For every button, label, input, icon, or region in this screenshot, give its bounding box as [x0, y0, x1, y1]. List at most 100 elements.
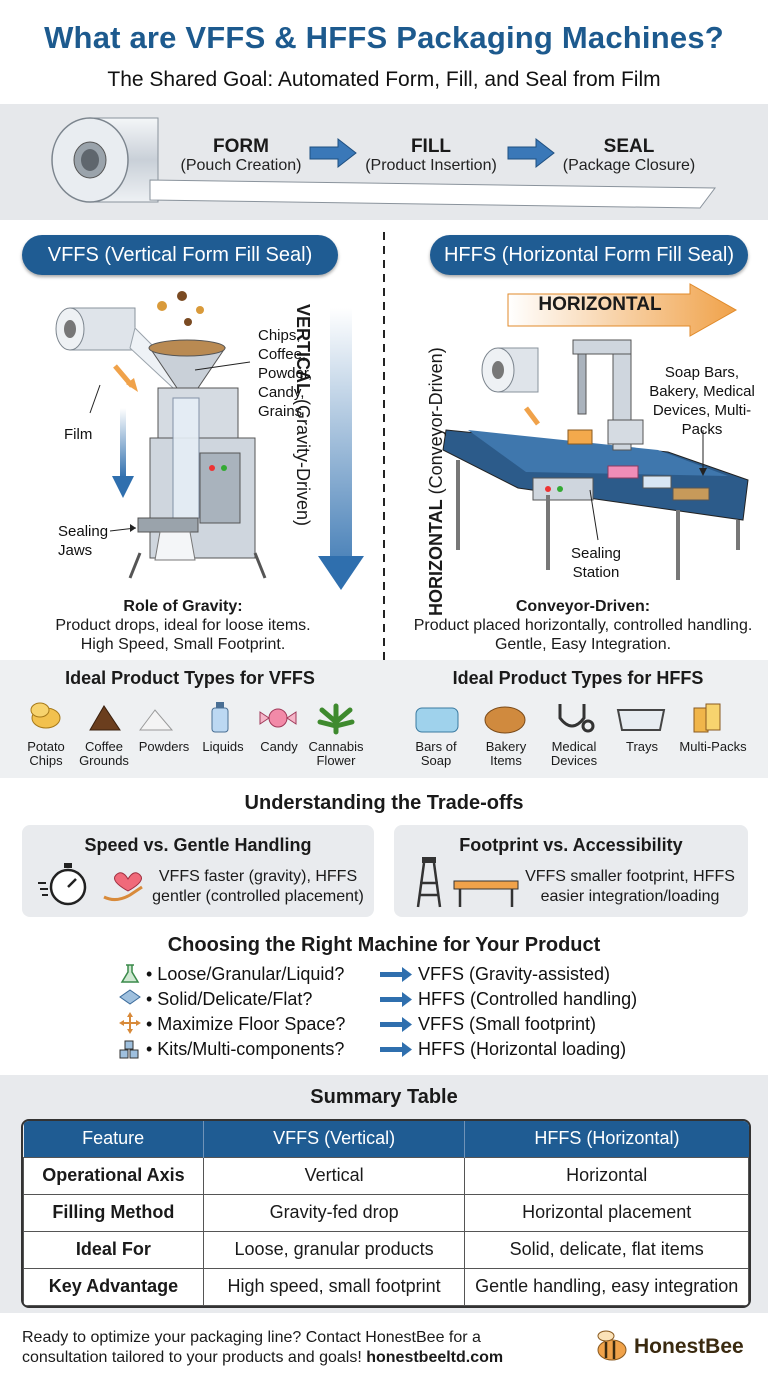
tradeoff-card-speed: Speed vs. Gentle Handling VFFS faster (g… [22, 825, 374, 917]
tradeoff-card-line: VFFS faster (gravity), HFFS [158, 868, 358, 885]
hffs-station-label: Sealing Station [570, 545, 622, 581]
page-subtitle: The Shared Goal: Automated Form, Fill, a… [107, 68, 661, 91]
table-cell: Horizontal [464, 1156, 749, 1195]
hffs-product-label: Multi-Packs [679, 739, 747, 754]
hffs-machine-illustration [442, 283, 749, 580]
vffs-product-label: Potato Chips [27, 739, 65, 768]
table-header: Feature [23, 1121, 204, 1157]
vffs-product-icons [30, 702, 355, 735]
table-header-row: Feature VFFS (Vertical) HFFS (Horizontal… [23, 1121, 749, 1157]
coffee-grounds-icon [89, 705, 121, 731]
vffs-products-heading: Ideal Product Types for VFFS [65, 668, 315, 688]
tradeoff-icons [416, 857, 519, 908]
choosing-answer: VFFS (Gravity-assisted) [418, 964, 611, 984]
tradeoff-card-line: gentler (controlled placement) [152, 888, 364, 905]
soap-bar-icon [415, 707, 459, 733]
summary-table-wrap: Feature VFFS (Vertical) HFFS (Horizontal… [21, 1119, 751, 1308]
choosing-question: • Solid/Delicate/Flat? [146, 989, 313, 1009]
choosing-answer: HFFS (Horizontal loading) [418, 1039, 627, 1059]
table-header: VFFS (Vertical) [203, 1121, 466, 1157]
tradeoff-card-line: VFFS smaller footprint, HFFS [525, 868, 735, 885]
tradeoff-card-footprint: Footprint vs. Accessibility VFFS smaller… [394, 825, 748, 917]
vffs-role-line1: Product drops, ideal for loose items. [55, 617, 311, 634]
tray-icon [616, 709, 666, 731]
tower-icon [416, 857, 442, 908]
bee-logo-icon [597, 1330, 627, 1361]
cubes-icon [119, 1040, 139, 1059]
hffs-role-line2: Gentle, Easy Integration. [494, 636, 672, 653]
choosing-question: • Loose/Granular/Liquid? [146, 964, 345, 984]
table-cell: Gentle handling, easy integration [464, 1267, 749, 1306]
table-row: Ideal For Loose, granular products Solid… [23, 1230, 749, 1269]
table-cell: Key Advantage [23, 1267, 204, 1306]
step-fill-sub: (Product Insertion) [365, 157, 497, 174]
hffs-arrow-label: HORIZONTAL [538, 294, 662, 315]
table-row: Operational Axis Vertical Horizontal [23, 1156, 749, 1195]
hffs-axis-label: HORIZONTAL (Conveyor-Driven) [426, 270, 454, 616]
hffs-product-label: Bakery Items [485, 739, 527, 768]
vffs-role-line2: High Speed, Small Footprint. [80, 636, 286, 653]
vffs-role-heading: Role of Gravity: [123, 598, 243, 615]
cannabis-leaf-icon [317, 703, 355, 735]
arrow-right-icon [380, 967, 412, 982]
center-divider [383, 232, 385, 660]
step-seal-sub: (Package Closure) [562, 157, 696, 174]
arrow-right-icon [380, 1042, 412, 1057]
page-title: What are VFFS & HFFS Packaging Machines? [44, 20, 724, 55]
step-form-label: FORM [213, 136, 269, 157]
table-header: HFFS (Horizontal) [464, 1121, 749, 1157]
footer-cta: Ready to optimize your packaging line? C… [22, 1328, 542, 1368]
table-cell: Gravity-fed drop [202, 1193, 466, 1232]
liquid-bottle-icon [211, 702, 229, 733]
vffs-machine-illustration [55, 291, 364, 590]
step-fill-label: FILL [410, 136, 452, 157]
hffs-product-label: Medical Devices [550, 739, 598, 768]
choosing-icons [119, 964, 141, 1059]
potato-chips-icon [30, 702, 61, 729]
arrow-right-icon [380, 992, 412, 1007]
choosing-arrows [380, 967, 412, 1057]
choosing-answer: HFFS (Controlled handling) [418, 989, 638, 1009]
vffs-product-label: Coffee Grounds [79, 739, 129, 768]
film-roll-illustration [51, 117, 716, 209]
footer-link[interactable]: honestbeeltd.com [366, 1349, 504, 1366]
vffs-pill: VFFS (Vertical Form Fill Seal) [22, 235, 338, 275]
step-form-sub: (Pouch Creation) [180, 157, 302, 174]
table-cell: Ideal For [23, 1230, 204, 1269]
vffs-product-label: Powders [138, 739, 190, 754]
hffs-pill: HFFS (Horizontal Form Fill Seal) [430, 235, 748, 275]
conveyor-table-icon [453, 880, 519, 907]
hffs-role-line1: Product placed horizontally, controlled … [413, 617, 753, 634]
vffs-role: Role of Gravity: Product drops, ideal fo… [0, 598, 366, 654]
choosing-question: • Kits/Multi-components? [146, 1039, 345, 1059]
hffs-product-label: Bars of Soap [415, 739, 457, 768]
stopwatch-icon [38, 863, 87, 906]
arrow-right-icon [309, 137, 357, 169]
tradeoff-card-line: easier integration/loading [540, 888, 720, 905]
flat-item-icon [119, 989, 141, 1005]
table-cell: Vertical [202, 1156, 466, 1195]
table-cell: Filling Method [23, 1193, 204, 1232]
vffs-jaws-label: Sealing Jaws [58, 523, 109, 559]
brand-logo-text[interactable]: HonestBee [634, 1335, 744, 1358]
vffs-film-label: Film [64, 426, 93, 443]
choosing-answer: VFFS (Small footprint) [418, 1014, 597, 1034]
choosing-heading: Choosing the Right Machine for Your Prod… [167, 934, 601, 956]
hffs-products-label: Soap Bars, Bakery, Medical Devices, Mult… [649, 364, 755, 438]
table-cell: Horizontal placement [464, 1193, 749, 1232]
hffs-role-heading: Conveyor-Driven: [515, 598, 651, 615]
hffs-product-icons [415, 703, 721, 734]
hand-heart-icon [103, 872, 143, 902]
table-cell: Loose, granular products [202, 1230, 466, 1269]
multipack-icon [693, 703, 721, 733]
flask-icon [120, 964, 140, 983]
vffs-product-label: Cannabis Flower [308, 739, 364, 768]
step-seal-label: SEAL [603, 136, 655, 157]
footer-text: Ready to optimize your packaging line? C… [22, 1329, 481, 1366]
choosing-question: • Maximize Floor Space? [146, 1014, 346, 1034]
process-band: FORM (Pouch Creation) FILL (Product Inse… [0, 104, 768, 220]
hffs-product-label: Trays [625, 739, 659, 754]
hffs-role: Conveyor-Driven: Product placed horizont… [398, 598, 768, 654]
hffs-products-heading: Ideal Product Types for HFFS [452, 668, 704, 688]
tradeoffs-heading: Understanding the Trade-offs [244, 792, 524, 814]
